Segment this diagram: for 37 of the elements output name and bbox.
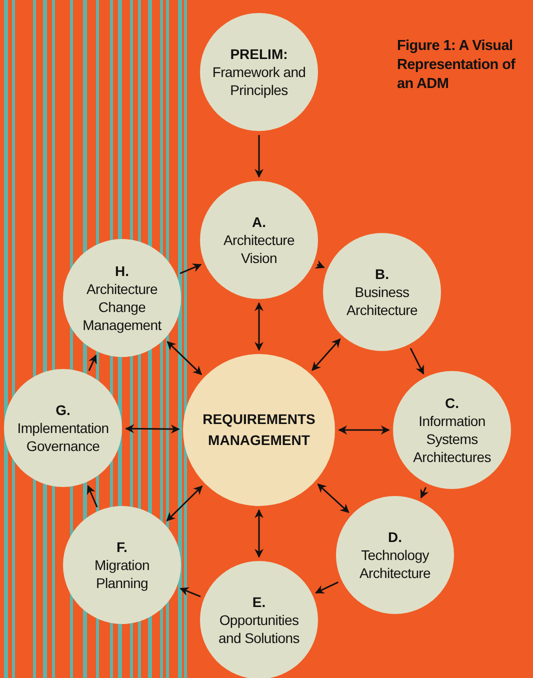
phase-name: Opportunities and Solutions	[218, 610, 300, 646]
phase-name: Technology Architecture	[358, 546, 432, 582]
phase-name: Migration Planning	[94, 556, 150, 592]
arrow	[317, 484, 350, 513]
phase-label: H.	[115, 262, 129, 280]
arrow	[88, 354, 97, 371]
arrow	[166, 341, 202, 376]
arrow	[180, 264, 202, 274]
figure-title: Figure 1: A Visual Representation of an ADM	[397, 37, 516, 94]
arrow	[87, 485, 98, 508]
arrow	[166, 486, 203, 522]
phase-label: F.	[116, 538, 128, 556]
arrow	[125, 424, 180, 434]
phase-name: Architecture Vision	[222, 230, 296, 266]
arrow	[410, 348, 424, 375]
phase-label: B.	[375, 266, 389, 282]
phase-label: C.	[445, 394, 459, 412]
arrow	[420, 487, 429, 498]
arrow	[254, 509, 264, 558]
phase-label: PRELIM:	[230, 46, 288, 62]
phase-name: Implementation Governance	[16, 418, 110, 454]
phase-label: G.	[56, 402, 70, 418]
arrow	[254, 135, 264, 178]
arrow	[315, 581, 338, 594]
phase-name: Business Architecture	[345, 282, 419, 318]
arrow	[254, 302, 264, 351]
phase-label: D.	[388, 528, 402, 546]
phase-name: Architecture Change Management	[82, 280, 162, 334]
phase-label: A.	[252, 214, 266, 230]
arrow	[314, 260, 325, 268]
phase-name: Framework and Principles	[211, 62, 307, 98]
arrow	[180, 587, 201, 598]
arrow	[338, 426, 390, 434]
arrow	[312, 338, 341, 371]
phase-name: Information Systems Architectures	[412, 412, 492, 466]
phase-label: E.	[252, 594, 266, 610]
hub-title: REQUIREMENTS MANAGEMENT	[202, 410, 316, 450]
